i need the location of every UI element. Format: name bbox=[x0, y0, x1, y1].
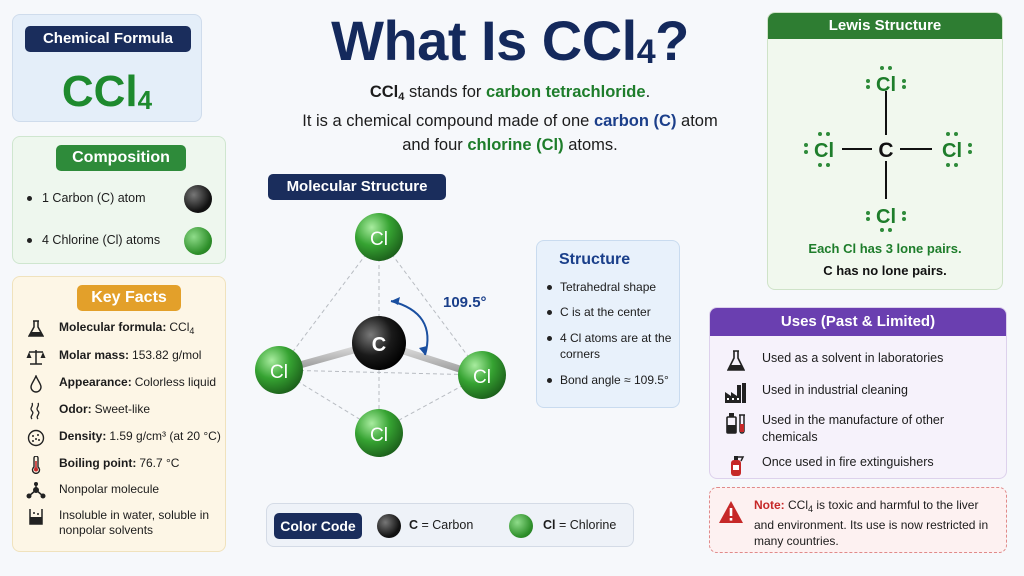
color-code-label: Color Code bbox=[274, 513, 362, 539]
bond-angle-label: 109.5° bbox=[443, 294, 487, 311]
svg-text:Cl: Cl bbox=[270, 362, 288, 383]
droplet-icon bbox=[25, 375, 47, 393]
bond-angle-arc bbox=[390, 300, 429, 356]
fire-extinguisher-icon bbox=[724, 454, 748, 476]
arc-arrow-top bbox=[391, 297, 400, 305]
svg-text:Cl: Cl bbox=[370, 425, 388, 446]
chemicals-icon bbox=[724, 412, 748, 434]
legend-chlorine: Cl = Chlorine bbox=[543, 518, 617, 532]
svg-text:Cl: Cl bbox=[473, 367, 491, 388]
scale-icon bbox=[25, 348, 47, 366]
fact-appearance: Appearance:Colorless liquid bbox=[25, 375, 216, 393]
key-facts-label: Key Facts bbox=[77, 285, 181, 311]
use-item-cleaning: Used in industrial cleaning bbox=[724, 382, 908, 404]
chemical-formula-label: Chemical Formula bbox=[25, 26, 191, 52]
lewis-structure-panel: Lewis Structure C Cl Cl Cl Cl bbox=[767, 12, 1003, 290]
note-text: Note: CCl4 is toxic and harmful to the l… bbox=[754, 498, 989, 548]
odor-icon bbox=[25, 402, 47, 420]
legend-carbon: C = Carbon bbox=[409, 518, 474, 532]
molecule-icon bbox=[25, 482, 47, 500]
lone-pair-dots bbox=[804, 66, 972, 232]
fact-solubility: Insoluble in water, soluble in nonpolar … bbox=[25, 508, 225, 538]
chlorine-atom-icon bbox=[184, 227, 212, 255]
uses-panel: Uses (Past & Limited) Used as a solvent … bbox=[709, 307, 1007, 479]
intro-text: CCl4 stands for carbon tetrachloride. It… bbox=[302, 83, 718, 154]
lewis-structure-diagram: C Cl Cl Cl Cl bbox=[804, 66, 972, 232]
flask-icon bbox=[724, 350, 748, 372]
structure-item: Bond angle ≈ 109.5° bbox=[547, 372, 677, 388]
composition-panel: Composition 1 Carbon (C) atom 4 Chlorine… bbox=[12, 136, 226, 264]
use-item-manufacture: Used in the manufacture of other chemica… bbox=[724, 412, 994, 446]
fact-nonpolar: Nonpolar molecule bbox=[25, 482, 159, 500]
chemical-formula-value: CCl4 bbox=[61, 67, 153, 116]
molecular-structure-label: Molecular Structure bbox=[268, 174, 446, 200]
flask-icon bbox=[25, 320, 47, 338]
page-title: What Is CCl4? bbox=[331, 9, 689, 72]
carbon-atom-center: C bbox=[352, 316, 406, 370]
lewis-cl-bottom: Cl bbox=[876, 206, 896, 228]
svg-text:Cl: Cl bbox=[370, 229, 388, 250]
fact-molar-mass: Molar mass:153.82 g/mol bbox=[25, 348, 201, 366]
svg-text:C: C bbox=[372, 334, 386, 356]
factory-icon bbox=[724, 382, 748, 404]
arc-arrow-bottom bbox=[419, 346, 427, 355]
lewis-cl-left: Cl bbox=[814, 140, 834, 162]
composition-item-carbon: 1 Carbon (C) atom bbox=[27, 191, 146, 205]
key-facts-panel: Key Facts Molecular formula:CCl4 Molar m… bbox=[12, 276, 226, 552]
tetrahedral-molecule-diagram: 109.5° Cl Cl Cl C Cl bbox=[255, 213, 506, 457]
color-code-legend: Color Code C = Carbon Cl = Chlorine bbox=[266, 503, 634, 547]
carbon-swatch-icon bbox=[377, 514, 401, 538]
chlorine-atom-top: Cl bbox=[355, 213, 403, 261]
carbon-atom-icon bbox=[184, 185, 212, 213]
chlorine-atom-right: Cl bbox=[458, 351, 506, 399]
lewis-note-carbon: C has no lone pairs. bbox=[823, 263, 947, 278]
lewis-cl-right: Cl bbox=[942, 140, 962, 162]
lewis-cl-top: Cl bbox=[876, 74, 896, 96]
chlorine-swatch-icon bbox=[509, 514, 533, 538]
lewis-structure-label: Lewis Structure bbox=[768, 13, 1002, 39]
lewis-carbon: C bbox=[878, 139, 893, 162]
fact-density: Density:1.59 g/cm³ (at 20 °C) bbox=[25, 429, 221, 447]
composition-label: Composition bbox=[56, 145, 186, 171]
structure-title: Structure bbox=[559, 251, 631, 268]
chlorine-atom-bottom: Cl bbox=[355, 409, 403, 457]
toxicity-note: Note: CCl4 is toxic and harmful to the l… bbox=[709, 487, 1007, 553]
warning-icon bbox=[719, 501, 743, 523]
composition-item-chlorine: 4 Chlorine (Cl) atoms bbox=[27, 233, 160, 247]
fact-odor: Odor:Sweet-like bbox=[25, 402, 150, 420]
use-item-solvent: Used as a solvent in laboratories bbox=[724, 350, 943, 372]
structure-item: Tetrahedral shape bbox=[547, 279, 677, 295]
structure-item: 4 Cl atoms are at the corners bbox=[547, 330, 677, 362]
fact-molecular-formula: Molecular formula:CCl4 bbox=[25, 320, 194, 338]
beaker-icon bbox=[25, 508, 47, 526]
density-icon bbox=[25, 429, 47, 447]
uses-label: Uses (Past & Limited) bbox=[710, 308, 1006, 336]
lewis-note-chlorine: Each Cl has 3 lone pairs. bbox=[808, 241, 962, 256]
fact-boiling-point: Boiling point:76.7 °C bbox=[25, 456, 179, 474]
use-item-fire-extinguisher: Once used in fire extinguishers bbox=[724, 454, 934, 476]
structure-item: C is at the center bbox=[547, 304, 677, 320]
structure-info-panel: Structure Tetrahedral shape C is at the … bbox=[536, 240, 680, 408]
thermometer-icon bbox=[25, 456, 47, 474]
chlorine-atom-left: Cl bbox=[255, 346, 303, 394]
chemical-formula-panel: Chemical Formula CCl4 bbox=[12, 14, 202, 122]
